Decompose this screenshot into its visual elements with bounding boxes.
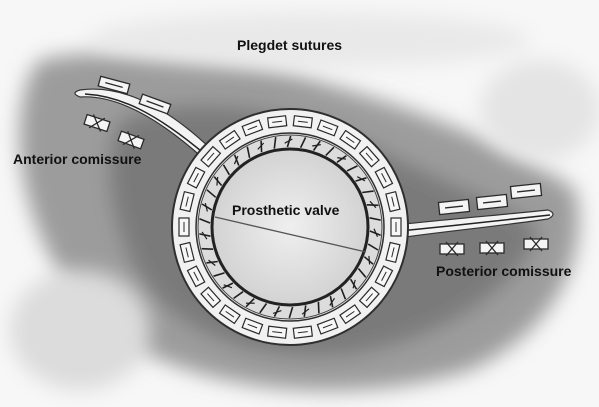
pledget <box>438 199 469 214</box>
stitch <box>318 302 319 314</box>
label-posterior-comissure: Posterior comissure <box>436 263 572 279</box>
pledget <box>476 194 507 209</box>
ring-pledget <box>179 218 189 236</box>
stitch-cross <box>369 256 370 265</box>
ring-pledget <box>293 116 312 128</box>
ring-pledget <box>268 326 287 338</box>
ring-pledget <box>268 116 287 128</box>
pledget <box>524 237 548 251</box>
label-plegdet-sutures: Plegdet sutures <box>237 37 342 53</box>
pledget <box>440 242 464 256</box>
stitch <box>202 249 214 250</box>
pledget <box>480 241 504 255</box>
stitch-cross <box>217 177 218 186</box>
label-prosthetic-valve: Prosthetic valve <box>232 202 340 218</box>
pledget <box>510 183 541 198</box>
prosthetic-valve-disc <box>212 149 368 305</box>
label-anterior-comissure: Anterior comissure <box>13 151 142 167</box>
ring-pledget <box>391 218 401 236</box>
ring-pledget <box>293 326 312 338</box>
